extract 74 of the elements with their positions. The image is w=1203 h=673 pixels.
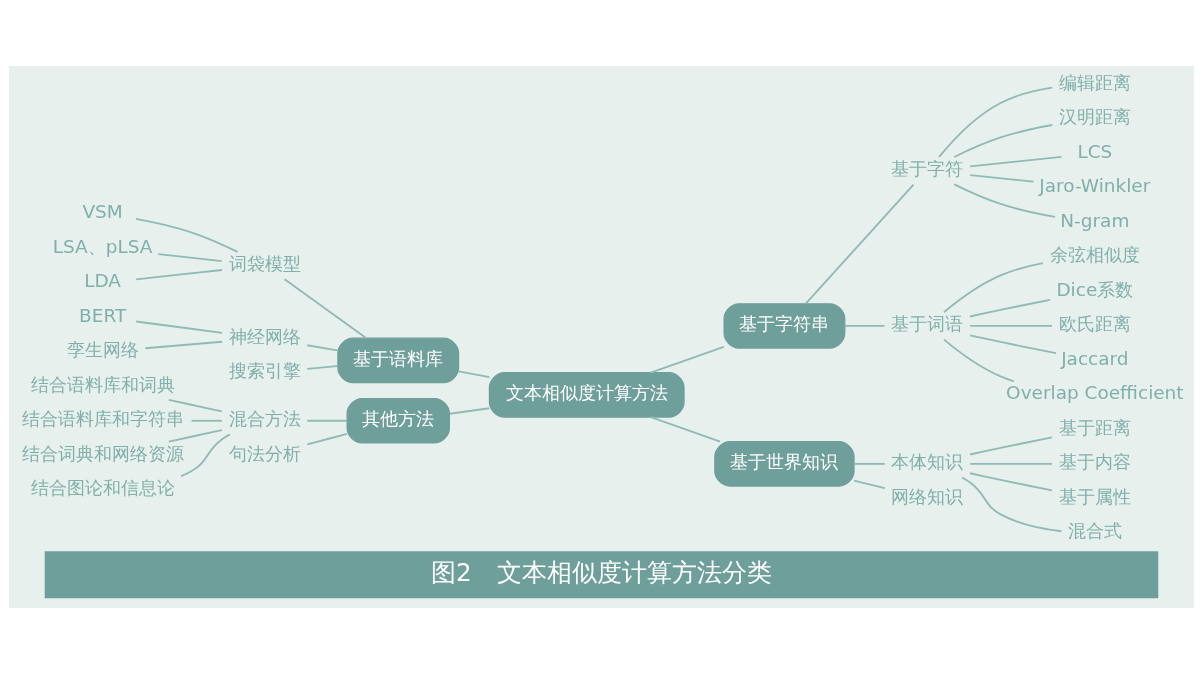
connector — [283, 277, 368, 339]
connector — [167, 428, 223, 443]
node-text: Overlap Coefficient — [1006, 381, 1184, 403]
connector — [969, 333, 1057, 354]
connector — [853, 462, 886, 465]
connector — [180, 433, 231, 477]
node-text: BERT — [79, 304, 127, 326]
caption: 图2 文本相似度计算方法分类 — [430, 557, 772, 587]
node-text: Jaro-Winkler — [1039, 174, 1151, 196]
node-text: 基于字符 — [891, 157, 964, 179]
node-text: 基于词语 — [891, 312, 964, 334]
connector — [804, 183, 915, 305]
node-box: 基于世界知识 — [714, 440, 855, 487]
connector — [306, 432, 348, 445]
node-text: LDA — [84, 269, 122, 291]
connector — [853, 479, 886, 489]
connector — [969, 462, 1053, 465]
node-text: 搜索引擎 — [228, 359, 301, 381]
connector — [969, 298, 1051, 317]
connector — [969, 173, 1035, 183]
node-text: N-gram — [1060, 209, 1130, 231]
connector — [457, 370, 491, 378]
node-text: 句法分析 — [228, 442, 301, 464]
connector — [938, 86, 1054, 158]
node-text: 基于距离 — [1058, 416, 1131, 438]
connector — [843, 324, 886, 327]
node-text: 欧氏距离 — [1058, 312, 1131, 334]
node-text: LCS — [1077, 140, 1113, 162]
connector — [306, 343, 339, 351]
node-text: 本体知识 — [891, 450, 964, 472]
connector — [953, 182, 1056, 218]
connector — [306, 364, 339, 370]
node-text: 结合图论和信息论 — [30, 476, 175, 498]
connector — [943, 261, 1044, 313]
node-text: 编辑距离 — [1058, 71, 1131, 93]
node-text: 结合语料库和词典 — [30, 373, 175, 395]
connector — [306, 419, 348, 422]
node-text: Jaccard — [1061, 347, 1129, 369]
node-box: 其他方法 — [346, 397, 450, 444]
node-text: 基于属性 — [1058, 485, 1131, 507]
node-text: VSM — [82, 200, 123, 222]
node-text: 网络知识 — [891, 485, 964, 507]
connector — [448, 406, 491, 415]
node-text: 汉明距离 — [1058, 105, 1131, 127]
node-text: LSA、pLSA — [52, 235, 153, 257]
connector — [961, 476, 1063, 532]
connector — [157, 252, 223, 262]
node-text: 混合方法 — [228, 407, 301, 429]
connector — [969, 324, 1053, 327]
node-text: 孪生网络 — [66, 338, 139, 360]
connector — [943, 338, 1015, 382]
connector — [167, 398, 223, 412]
connector — [969, 436, 1053, 455]
connector — [134, 217, 239, 253]
connector — [135, 320, 223, 334]
node-text: 结合词典和网络资源 — [21, 442, 184, 464]
node-text: 余弦相似度 — [1049, 243, 1140, 265]
connector — [969, 471, 1053, 491]
node-box: 基于字符串 — [723, 302, 846, 349]
connector — [135, 268, 223, 280]
connector — [144, 340, 223, 349]
node-text: 混合式 — [1067, 519, 1122, 541]
connector — [953, 123, 1054, 158]
node-text: 词袋模型 — [228, 252, 301, 274]
connector — [649, 345, 725, 374]
node-text: Dice系数 — [1056, 278, 1134, 300]
connector — [969, 155, 1063, 167]
node-box: 基于语料库 — [337, 337, 460, 383]
node-box: 文本相似度计算方法 — [488, 371, 685, 418]
node-text: 结合语料库和字符串 — [21, 407, 184, 429]
connector — [649, 415, 722, 442]
node-text: 神经网络 — [228, 325, 301, 347]
node-text: 基于内容 — [1058, 450, 1131, 472]
connector — [190, 419, 223, 422]
